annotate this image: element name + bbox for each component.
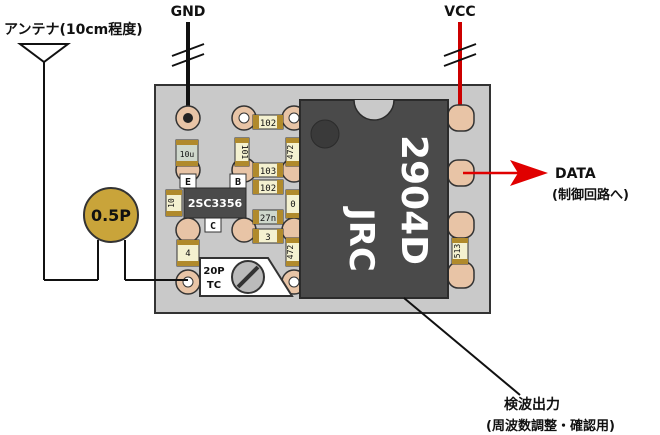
trimmer-capacitor: 20P TC	[199, 257, 294, 297]
transistor-2sc3356: E B C 2SC3356	[179, 173, 247, 233]
smd-4: 4	[176, 239, 200, 267]
svg-text:102: 102	[260, 119, 276, 129]
svg-text:10: 10	[167, 198, 176, 208]
smd-102-mid: 102	[252, 179, 284, 195]
svg-text:0.5P: 0.5P	[91, 206, 131, 225]
smd-10u: 10u	[175, 139, 199, 167]
svg-text:TC: TC	[207, 280, 221, 291]
smd-components: 102 10u 101 472 103	[165, 114, 469, 267]
svg-text:2SC3356: 2SC3356	[188, 197, 243, 210]
capacitor-0-5p: 0.5P	[83, 187, 188, 281]
detect-sub-label: (周波数調整・確認用)	[486, 418, 615, 434]
svg-text:4: 4	[185, 249, 190, 259]
smd-103: 103	[252, 162, 284, 178]
smd-10: 10	[165, 189, 183, 217]
svg-text:102: 102	[260, 184, 276, 194]
svg-text:2904D: 2904D	[393, 135, 434, 265]
vcc-wire	[443, 22, 477, 118]
svg-text:101: 101	[240, 145, 249, 160]
antenna	[17, 43, 98, 281]
data-arrow	[463, 160, 548, 186]
ic-2904d: 2904D JRC	[299, 99, 449, 299]
smd-513: 513	[451, 237, 469, 265]
svg-text:E: E	[185, 177, 191, 188]
vcc-label: VCC	[444, 4, 475, 20]
svg-text:472: 472	[286, 245, 295, 260]
gnd-label: GND	[171, 4, 206, 20]
smd-101: 101	[234, 137, 250, 167]
smd-27n: 27n	[252, 209, 284, 225]
detect-wire	[403, 297, 521, 396]
svg-text:C: C	[210, 221, 216, 232]
data-label: DATA	[555, 166, 596, 182]
smd-472-bottom: 472	[285, 237, 301, 267]
svg-text:27n: 27n	[260, 214, 276, 224]
gnd-wire	[171, 22, 205, 118]
data-sub-label: (制御回路へ)	[552, 187, 629, 203]
smd-0: 0	[285, 189, 301, 219]
smd-3: 3	[252, 228, 284, 244]
smd-472-top: 472	[285, 137, 301, 167]
svg-text:472: 472	[286, 145, 295, 160]
svg-text:3: 3	[265, 233, 270, 243]
detect-label: 検波出力	[504, 396, 560, 413]
svg-text:0: 0	[290, 200, 295, 210]
svg-text:20P: 20P	[203, 266, 224, 277]
svg-text:JRC: JRC	[341, 206, 381, 272]
svg-text:10u: 10u	[180, 150, 195, 159]
svg-text:103: 103	[260, 167, 276, 177]
svg-text:513: 513	[453, 244, 462, 259]
antenna-label: アンテナ(10cm程度)	[4, 21, 143, 38]
svg-text:B: B	[235, 177, 241, 188]
smd-102-top: 102	[252, 114, 284, 130]
